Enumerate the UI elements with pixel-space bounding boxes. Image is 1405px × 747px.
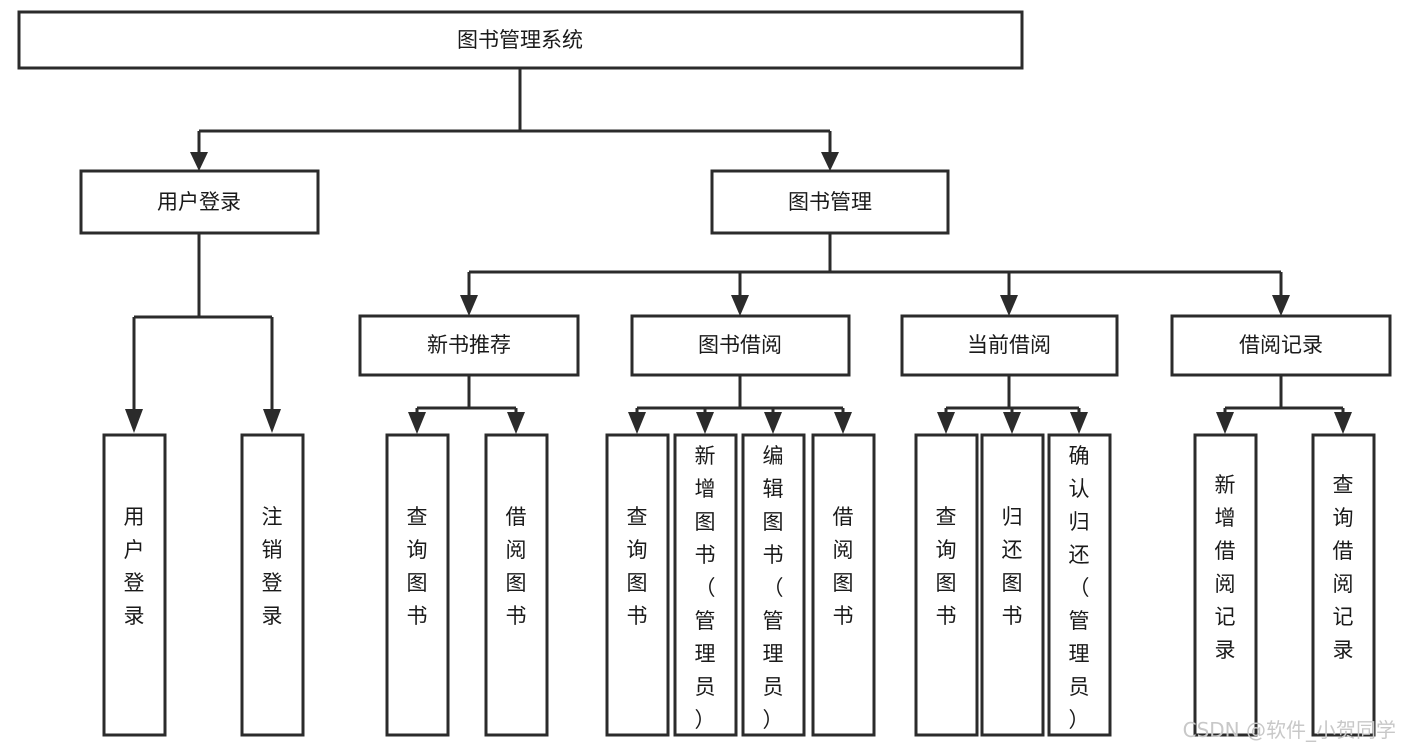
node-book-manage-label: 图书管理 [788,190,872,214]
arrowhead-borrow-record [1272,295,1290,316]
node-new-book-rec-label: 新书推荐 [427,333,511,357]
node-book-borrow-box[interactable] [630,314,851,377]
arrowhead-book-manage [821,152,839,171]
arrowhead-leaf-borrow-book [834,412,852,434]
node-leaf-edit-book-admin-box[interactable] [741,433,806,737]
arrowhead-leaf-add-borrow-record [1216,412,1234,434]
node-leaf-logout-box[interactable] [240,433,305,737]
node-leaf-rec-borrow-book-label: 借阅图书 [506,505,527,628]
node-borrow-record-label: 借阅记录 [1239,333,1323,357]
node-leaf-add-borrow-record[interactable]: 新增借阅记录 [1193,433,1258,737]
arrowhead-user-login [190,152,208,171]
arrowhead-leaf-rec-query-book [408,412,426,434]
arrowhead-leaf-return-book [1003,412,1021,434]
node-book-borrow-label: 图书借阅 [698,333,782,357]
node-current-borrow[interactable]: 当前借阅 [900,314,1119,377]
node-leaf-add-borrow-record-box[interactable] [1193,433,1258,737]
node-leaf-return-book-label: 归还图书 [1002,505,1023,628]
node-leaf-confirm-return-admin-box[interactable] [1047,433,1112,737]
node-user-login-box[interactable] [79,169,320,235]
arrowhead-leaf-confirm-return-admin [1070,412,1088,434]
arrowhead-leaf-query-borrow-record [1334,412,1352,434]
node-leaf-cur-query-book-box[interactable] [914,433,979,737]
arrowhead-current-borrow [1000,295,1018,316]
arrowhead-leaf-add-book-admin [696,412,714,434]
node-book-borrow[interactable]: 图书借阅 [630,314,851,377]
node-leaf-user-login[interactable]: 用户登录 [102,433,167,737]
node-leaf-return-book[interactable]: 归还图书 [980,433,1045,737]
node-leaf-borrow-book-box[interactable] [811,433,876,737]
csdn-watermark: CSDN @软件_小贺同学 [1183,718,1396,742]
node-current-borrow-box[interactable] [900,314,1119,377]
node-borrow-record-box[interactable] [1170,314,1392,377]
connector-layer [125,68,1352,434]
node-leaf-edit-book-admin[interactable]: 编辑图书（管理员） [741,433,806,737]
arrowhead-leaf-cur-query-book [937,412,955,434]
node-leaf-add-book-admin-box[interactable] [673,433,738,737]
node-new-book-rec-box[interactable] [358,314,580,377]
node-leaf-rec-query-book-box[interactable] [385,433,450,737]
node-leaf-confirm-return-admin[interactable]: 确认归还（管理员） [1047,433,1112,737]
arrowhead-leaf-borrow-query-book [628,412,646,434]
arrowhead-leaf-logout [263,409,281,433]
node-leaf-cur-query-book[interactable]: 查询图书 [914,433,979,737]
node-leaf-logout[interactable]: 注销登录 [240,433,305,737]
arrowhead-leaf-edit-book-admin [764,412,782,434]
node-leaf-add-book-admin-label: 新增图书（管理员） [695,444,716,732]
node-leaf-borrow-book-label: 借阅图书 [833,505,854,628]
node-leaf-query-borrow-record-label: 查询借阅记录 [1333,473,1354,662]
node-leaf-user-login-box[interactable] [102,433,167,737]
arrowhead-leaf-rec-borrow-book [507,412,525,434]
arrowhead-new-book-rec [460,295,478,316]
node-user-login-label: 用户登录 [157,190,241,214]
node-leaf-borrow-book[interactable]: 借阅图书 [811,433,876,737]
node-leaf-rec-borrow-book[interactable]: 借阅图书 [484,433,549,737]
node-book-manage-box[interactable] [710,169,950,235]
node-leaf-rec-query-book[interactable]: 查询图书 [385,433,450,737]
node-leaf-confirm-return-admin-label: 确认归还（管理员） [1069,444,1090,732]
arrowhead-book-borrow [731,295,749,316]
node-leaf-logout-label: 注销登录 [262,505,283,628]
node-leaf-borrow-query-book[interactable]: 查询图书 [605,433,670,737]
node-root-label: 图书管理系统 [457,28,583,52]
node-new-book-rec[interactable]: 新书推荐 [358,314,580,377]
node-leaf-rec-query-book-label: 查询图书 [407,505,428,628]
node-user-login[interactable]: 用户登录 [79,169,320,235]
node-leaf-user-login-label: 用户登录 [124,505,145,628]
node-leaf-rec-borrow-book-box[interactable] [484,433,549,737]
node-leaf-borrow-query-book-label: 查询图书 [627,505,648,628]
node-book-manage[interactable]: 图书管理 [710,169,950,235]
node-leaf-add-borrow-record-label: 新增借阅记录 [1215,473,1236,662]
node-borrow-record[interactable]: 借阅记录 [1170,314,1392,377]
node-leaf-cur-query-book-label: 查询图书 [936,505,957,628]
node-root-box[interactable] [17,10,1024,70]
node-leaf-add-book-admin[interactable]: 新增图书（管理员） [673,433,738,737]
arrowhead-leaf-user-login [125,409,143,433]
node-current-borrow-label: 当前借阅 [967,333,1051,357]
node-leaf-return-book-box[interactable] [980,433,1045,737]
node-root[interactable]: 图书管理系统 [17,10,1024,70]
node-leaf-borrow-query-book-box[interactable] [605,433,670,737]
node-leaf-edit-book-admin-label: 编辑图书（管理员） [763,444,784,732]
node-leaf-query-borrow-record[interactable]: 查询借阅记录 [1311,433,1376,737]
node-leaf-query-borrow-record-box[interactable] [1311,433,1376,737]
